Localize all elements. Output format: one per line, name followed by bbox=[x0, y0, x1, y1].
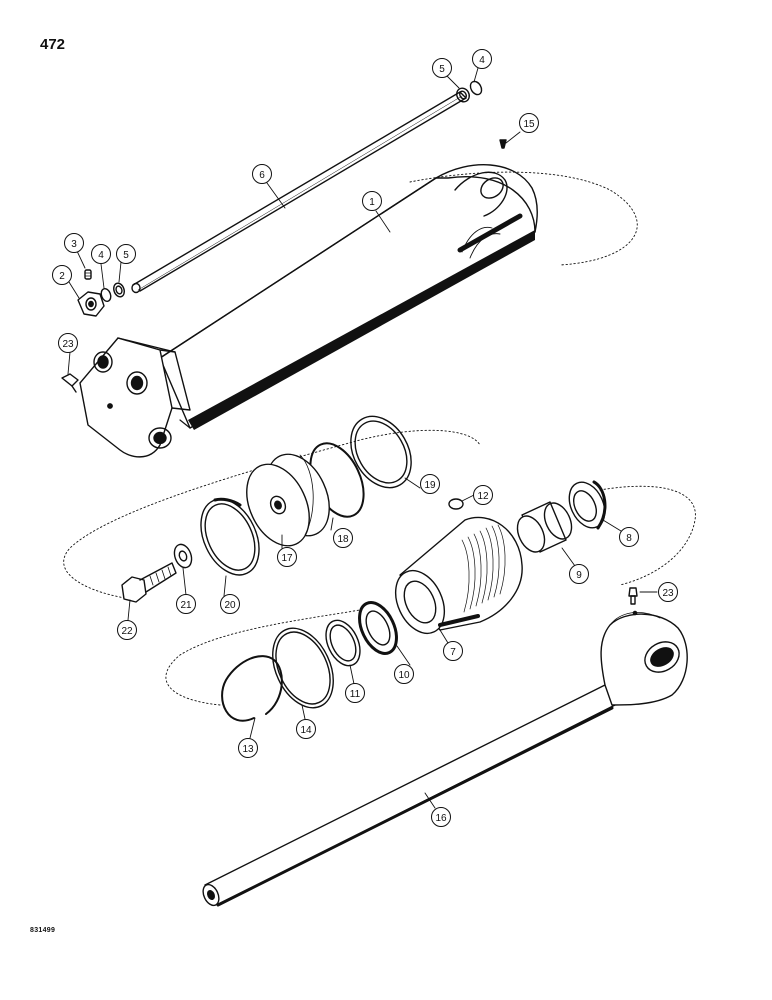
part-2-nut bbox=[77, 291, 105, 317]
part-8-wiper bbox=[568, 480, 607, 530]
callout-15: 15 bbox=[519, 113, 539, 133]
part-4-oring-left bbox=[100, 288, 112, 302]
part-22-bolt bbox=[121, 562, 177, 603]
page-number: 472 bbox=[40, 36, 66, 53]
svg-text:18: 18 bbox=[337, 534, 349, 545]
callout-13: 13 bbox=[238, 738, 258, 758]
svg-text:2: 2 bbox=[59, 271, 65, 282]
part-21-washer bbox=[173, 543, 193, 569]
svg-text:19: 19 bbox=[424, 480, 436, 491]
callout-9: 9 bbox=[569, 564, 589, 584]
callout-17: 17 bbox=[277, 547, 297, 567]
part-5-seal-left bbox=[113, 282, 125, 298]
group-outline-gland bbox=[165, 485, 696, 706]
callout-8: 8 bbox=[619, 527, 639, 547]
part-20-ring bbox=[200, 497, 260, 576]
callouts: 1 2 3 4 4 5 5 6 7 8 9 10 11 12 13 14 15 … bbox=[52, 49, 678, 827]
part-3-setscrew bbox=[84, 269, 92, 280]
part-15-fitting bbox=[499, 139, 507, 149]
part-23-grease-fitting-lower bbox=[628, 587, 638, 605]
svg-text:16: 16 bbox=[435, 813, 447, 824]
part-12-plug bbox=[448, 498, 464, 510]
callout-10: 10 bbox=[394, 664, 414, 684]
svg-text:13: 13 bbox=[242, 744, 254, 755]
callout-4-right: 4 bbox=[472, 49, 492, 69]
svg-text:3: 3 bbox=[71, 239, 77, 250]
callout-23-left: 23 bbox=[58, 333, 78, 353]
part-6-tube bbox=[131, 91, 467, 294]
callout-22: 22 bbox=[117, 620, 137, 640]
part-19-ring bbox=[350, 415, 412, 489]
callout-18: 18 bbox=[333, 528, 353, 548]
svg-text:7: 7 bbox=[450, 647, 456, 658]
svg-text:5: 5 bbox=[123, 250, 129, 261]
callout-1: 1 bbox=[362, 191, 382, 211]
callout-12: 12 bbox=[473, 485, 493, 505]
svg-text:22: 22 bbox=[121, 626, 133, 637]
callout-6: 6 bbox=[252, 164, 272, 184]
part-17-piston bbox=[246, 453, 330, 547]
callout-21: 21 bbox=[176, 594, 196, 614]
leader-lines bbox=[67, 67, 658, 809]
callout-20: 20 bbox=[220, 594, 240, 614]
callout-16: 16 bbox=[431, 807, 451, 827]
svg-text:1: 1 bbox=[369, 197, 375, 208]
part-23-grease-fitting-upper bbox=[61, 373, 79, 393]
svg-text:15: 15 bbox=[523, 119, 535, 130]
svg-text:4: 4 bbox=[98, 250, 104, 261]
svg-text:20: 20 bbox=[224, 600, 236, 611]
part-7-gland bbox=[394, 516, 523, 635]
svg-text:17: 17 bbox=[281, 553, 293, 564]
part-9-bushing bbox=[516, 501, 573, 553]
callout-3: 3 bbox=[64, 233, 84, 253]
svg-text:14: 14 bbox=[300, 725, 312, 736]
svg-text:8: 8 bbox=[626, 533, 632, 544]
part-10-seal bbox=[358, 601, 398, 655]
svg-text:5: 5 bbox=[439, 64, 445, 75]
svg-text:6: 6 bbox=[259, 170, 265, 181]
part-13-snap-ring bbox=[221, 655, 283, 722]
svg-text:9: 9 bbox=[576, 570, 582, 581]
part-4-oring-right bbox=[469, 80, 483, 96]
callout-4-left: 4 bbox=[91, 244, 111, 264]
reference-code: 831499 bbox=[30, 927, 56, 934]
part-14-ring bbox=[272, 627, 334, 709]
svg-text:4: 4 bbox=[479, 55, 485, 66]
part-16-rod bbox=[202, 610, 688, 907]
part-1-barrel bbox=[79, 164, 538, 458]
svg-text:21: 21 bbox=[180, 600, 192, 611]
callout-2: 2 bbox=[52, 265, 72, 285]
callout-7: 7 bbox=[443, 641, 463, 661]
part-11-backup-ring bbox=[325, 619, 361, 667]
svg-text:10: 10 bbox=[398, 670, 410, 681]
callout-14: 14 bbox=[296, 719, 316, 739]
svg-text:23: 23 bbox=[662, 588, 674, 599]
group-outline-piston bbox=[63, 429, 481, 599]
svg-text:12: 12 bbox=[477, 491, 489, 502]
group-outline-cylinder bbox=[409, 171, 638, 266]
callout-5-right: 5 bbox=[432, 58, 452, 78]
callout-5-left: 5 bbox=[116, 244, 136, 264]
part-5-seal-right bbox=[456, 87, 470, 103]
callout-23-right: 23 bbox=[658, 582, 678, 602]
svg-text:11: 11 bbox=[350, 689, 361, 700]
callout-19: 19 bbox=[420, 474, 440, 494]
callout-11: 11 bbox=[345, 683, 365, 703]
svg-text:23: 23 bbox=[62, 339, 74, 350]
